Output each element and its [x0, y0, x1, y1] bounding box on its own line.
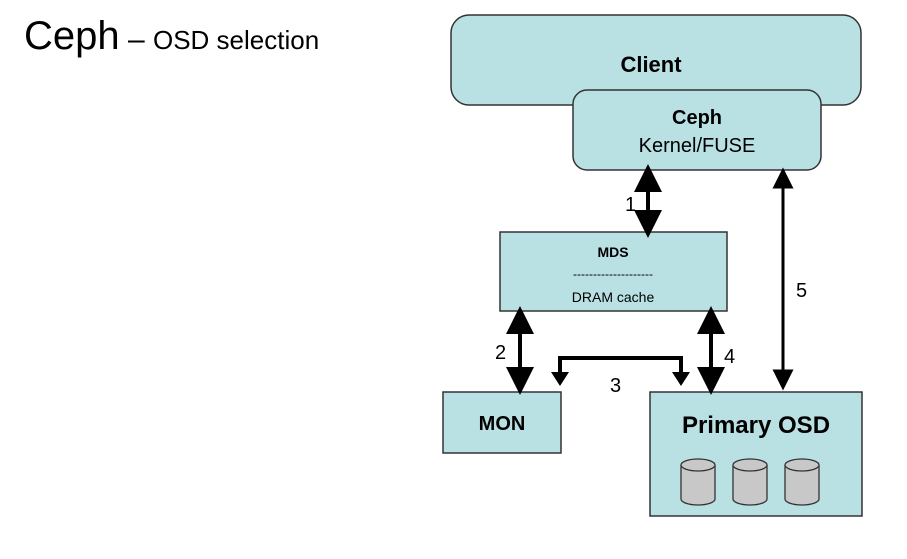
mon-label: MON: [479, 413, 526, 435]
arrow-3-head-right: [672, 372, 690, 386]
title-sub: OSD selection: [152, 25, 320, 55]
ceph-label: Ceph: [672, 107, 722, 129]
title-main: Ceph: [24, 14, 120, 58]
arrow-3-label: 3: [610, 375, 621, 397]
ceph-kernel-box: Ceph Kernel/FUSE: [572, 89, 822, 171]
disk-icon: [680, 458, 716, 506]
slide-title: Ceph – OSD selection: [24, 14, 319, 59]
primary-osd-label: Primary OSD: [682, 412, 830, 439]
mds-divider: --------------------: [573, 267, 653, 281]
disk-icon: [732, 458, 768, 506]
arrow-3: [558, 356, 683, 380]
mds-label: MDS: [597, 244, 628, 260]
client-box: Client: [450, 14, 862, 106]
disk-icon: [784, 458, 820, 506]
title-dash: –: [119, 23, 153, 56]
arrow-1-label: 1: [625, 194, 636, 216]
arrow-4-label: 4: [724, 346, 735, 368]
dram-cache-label: DRAM cache: [572, 289, 655, 305]
arrow-5-label: 5: [796, 280, 807, 302]
primary-osd-box: Primary OSD: [649, 391, 863, 517]
arrow-3-head-left: [551, 372, 569, 386]
arrow-2-label: 2: [495, 342, 506, 364]
mds-box: MDS -------------------- DRAM cache: [499, 231, 728, 312]
mon-box: MON: [442, 391, 562, 454]
kernel-fuse-label: Kernel/FUSE: [639, 135, 756, 157]
client-label: Client: [620, 52, 682, 77]
